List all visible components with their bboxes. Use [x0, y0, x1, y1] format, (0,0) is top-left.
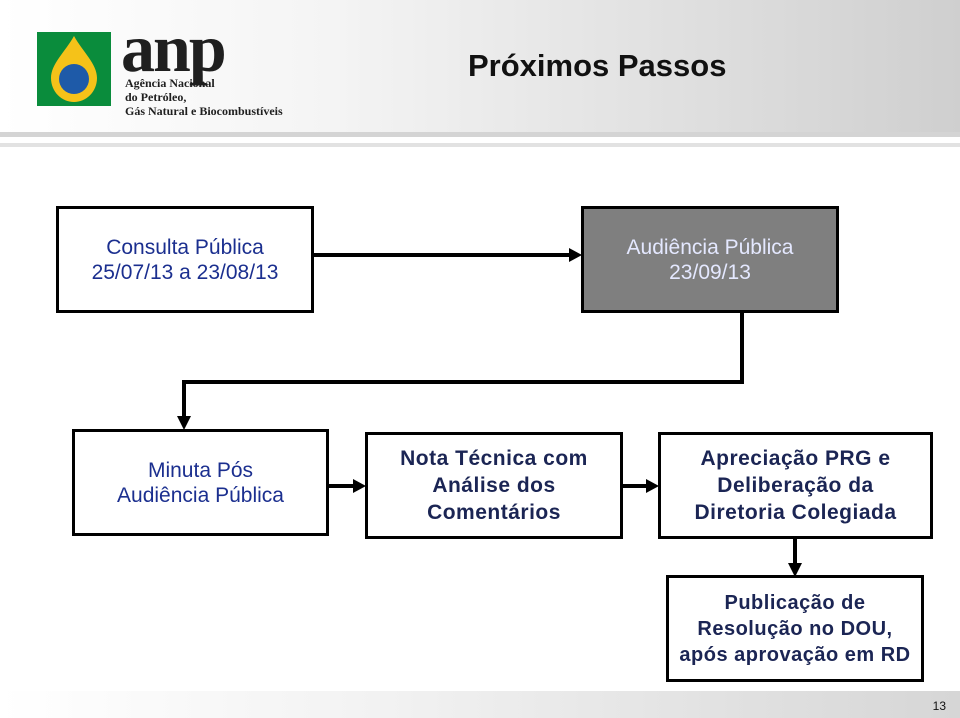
- step-nota-tecnica: Nota Técnica com Análise dos Comentários: [365, 432, 623, 539]
- step-line: Minuta Pós: [147, 458, 254, 482]
- anp-logo-wordmark: anp: [121, 10, 227, 86]
- anp-logo-drop-icon: [51, 36, 97, 102]
- logo-subtitle-line: Gás Natural e Biocombustíveis: [125, 104, 283, 118]
- arrowhead-right-icon: [353, 479, 366, 493]
- page-number: 13: [932, 699, 946, 713]
- step-line: Análise dos: [432, 474, 556, 497]
- step-consulta-publica: Consulta Pública 25/07/13 a 23/08/13: [56, 206, 314, 313]
- step-line: Resolução no DOU,: [697, 617, 893, 640]
- step-apreciacao-prg: Apreciação PRG e Deliberação da Diretori…: [658, 432, 933, 539]
- page-title: Próximos Passos: [468, 48, 727, 83]
- arrowhead-down-icon: [177, 416, 191, 430]
- step-line: após aprovação em RD: [679, 643, 911, 666]
- step-audiencia-publica: Audiência Pública 23/09/13: [581, 206, 839, 313]
- step-line: Audiência Pública: [626, 235, 794, 259]
- step-line: Consulta Pública: [106, 235, 264, 259]
- step-line: 23/09/13: [669, 260, 751, 284]
- step-line: Audiência Pública: [117, 483, 284, 507]
- logo-subtitle-line: do Petróleo,: [125, 90, 187, 104]
- step-line: Diretoria Colegiada: [694, 501, 897, 524]
- step-line: Apreciação PRG e: [700, 447, 891, 470]
- step-publicacao-resolucao: Publicação de Resolução no DOU, após apr…: [666, 575, 924, 682]
- step-line: Nota Técnica com: [400, 447, 588, 470]
- arrowhead-right-icon: [646, 479, 659, 493]
- step-line: Deliberação da: [717, 474, 874, 497]
- step-line: Publicação de: [724, 591, 866, 614]
- step-line: Comentários: [427, 501, 561, 524]
- step-line: 25/07/13 a 23/08/13: [91, 260, 279, 284]
- header-divider-secondary: [0, 143, 960, 147]
- logo-subtitle-line: Agência Nacional: [125, 76, 215, 90]
- slide-header: [0, 0, 960, 136]
- arrowhead-down-icon: [788, 563, 802, 577]
- connector-audiencia-minuta: [182, 313, 744, 416]
- anp-logo-subtitle: Agência Nacional do Petróleo, Gás Natura…: [125, 76, 283, 118]
- slide-footer: 13: [0, 691, 960, 718]
- header-divider: [0, 132, 960, 137]
- anp-logo-icon: [37, 32, 111, 106]
- step-minuta-pos-audiencia: Minuta Pós Audiência Pública: [72, 429, 329, 536]
- arrowhead-right-icon: [569, 248, 582, 262]
